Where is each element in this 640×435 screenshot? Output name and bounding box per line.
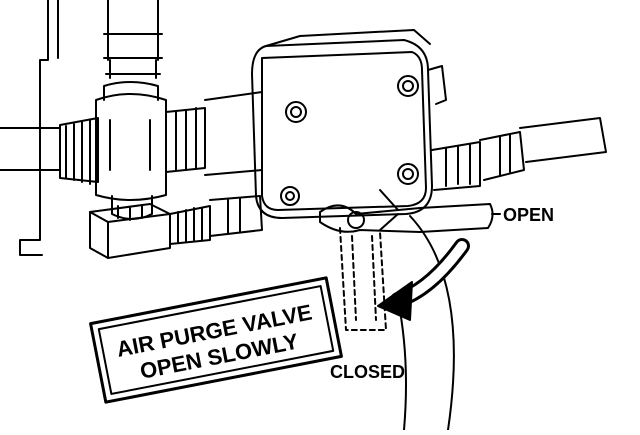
lower-hose xyxy=(169,195,263,245)
open-label: OPEN xyxy=(503,205,554,225)
handle-closed-outline xyxy=(339,227,387,331)
tee-fitting xyxy=(95,81,167,201)
vertical-pipe xyxy=(103,0,163,79)
warning-plate: AIR PURGE VALVE OPEN SLOWLY xyxy=(89,276,343,404)
guide-plate xyxy=(397,215,455,431)
right-pipe xyxy=(165,91,263,176)
left-pipe xyxy=(59,117,99,185)
frame-lines xyxy=(0,0,61,256)
closed-label: CLOSED xyxy=(330,362,405,382)
curved-arrow xyxy=(377,238,470,321)
drain-block xyxy=(89,203,171,259)
valve-body xyxy=(251,29,433,219)
right-hose xyxy=(427,65,607,191)
valve-handle xyxy=(319,189,494,233)
